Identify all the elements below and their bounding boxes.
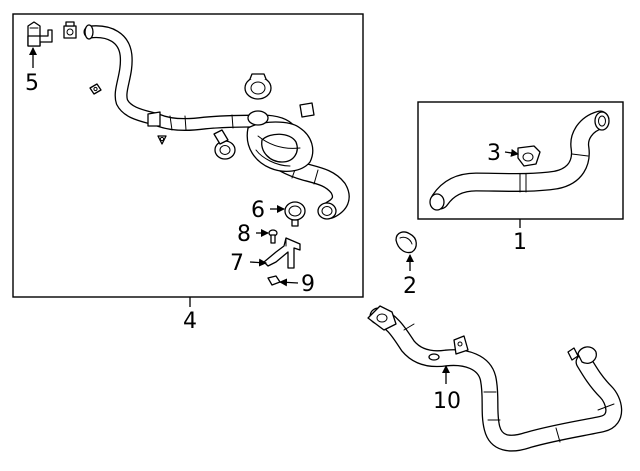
clip-9 (267, 275, 281, 286)
bolt-8 (268, 229, 278, 244)
leader-9 (279, 278, 299, 287)
clamp-6 (284, 201, 306, 227)
bracket-7 (263, 237, 301, 269)
hose-connector-5 (27, 21, 53, 47)
callout-7: 7 (230, 251, 244, 276)
callout-5: 5 (25, 71, 39, 96)
callout-4: 4 (183, 309, 197, 334)
callout-9: 9 (301, 272, 315, 297)
callout-3: 3 (487, 141, 501, 166)
clamp-3 (517, 145, 541, 167)
callout-2: 2 (403, 274, 417, 299)
grommet (89, 83, 102, 95)
leader-7 (249, 258, 267, 267)
hose-clamp-top (63, 21, 77, 39)
clamp-2 (395, 231, 417, 254)
callout-6: 6 (251, 198, 265, 223)
callout-10: 10 (433, 389, 461, 414)
leader-3 (504, 148, 519, 157)
manifold-housing (147, 73, 315, 173)
heater-hose-1 (429, 110, 610, 211)
callout-1: 1 (513, 230, 527, 255)
coolant-pipe-10 (367, 305, 623, 452)
callout-8: 8 (237, 222, 251, 247)
assembly-box-4 (12, 13, 364, 298)
